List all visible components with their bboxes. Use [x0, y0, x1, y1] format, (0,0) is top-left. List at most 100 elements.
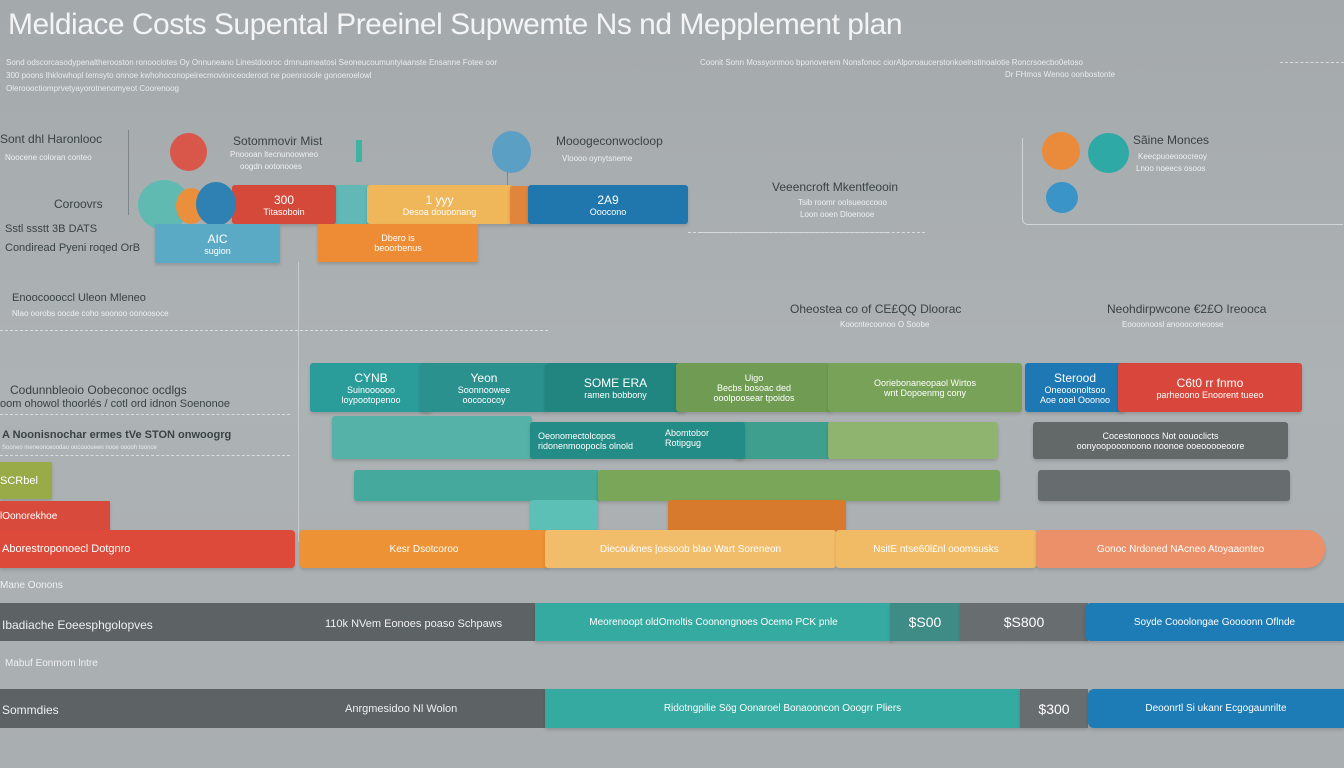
intro-line: Coonit Sonn Mossyonmoo bponoverem Nonsfo… [700, 58, 1083, 67]
orange-segment [510, 186, 530, 224]
right-sub: Vloooo oynytsneme [562, 154, 633, 163]
bar-label: NsitE ntse60l£nl ooomsusks [873, 543, 999, 555]
bottom-row-label: Ibadiache Eoeesphgolopves [2, 618, 153, 632]
page-title: Meldiace Costs Supental Preeinel Supwemt… [8, 8, 903, 41]
bar-value: C6t0 rr fnmo [1176, 375, 1244, 390]
bar-segment: Deoonrtl Si ukanr Ecgogaunrilte [1088, 689, 1344, 728]
section2-center-heading: Oheostea co of CE£QQ Dloorac [790, 302, 962, 316]
mid-sub: oogdn ootonooes [240, 162, 302, 171]
coverage-label: Coroovrs [54, 197, 103, 211]
bar-segment: Kesr Dsotcoroo [300, 530, 548, 568]
section2-right-sub: Eoooonoosl anoooconeoose [1122, 320, 1224, 329]
price-segment: $300 [1020, 689, 1088, 728]
bar-label: Kesr Dsotcoroo [389, 543, 459, 555]
teal-segment [354, 470, 600, 501]
bar-value: CYNB [354, 370, 388, 385]
blue-circle-icon [1046, 182, 1078, 213]
left-heading: Sont dhl Haronlooc [0, 132, 103, 146]
bar-value: AIC [207, 231, 228, 246]
bar-value: 1 yyy [425, 192, 454, 207]
bar-label: Aborestroponoecl Dotgnro [2, 543, 131, 555]
teal-segment [330, 185, 372, 224]
bar-label: Rotipgug [665, 438, 702, 448]
teal-segment [332, 416, 532, 459]
bar-label: lOonorekhoe [0, 511, 58, 522]
bar-label: Ooriebonaneopaol Wirtos [873, 377, 977, 388]
bottom-row-label: Sommdies [2, 703, 59, 717]
connector-line [507, 172, 508, 186]
right-heading: Mooogeconwocloop [556, 134, 663, 148]
bar-label: sugion [204, 245, 231, 256]
saine-sub: Lnoo noeecs osoos [1136, 164, 1206, 173]
green-segment [828, 422, 998, 459]
price-segment: $S00 [890, 603, 960, 641]
price-value: $S800 [1003, 614, 1045, 630]
bar-label: parheoono Enoorent tueeo [1156, 389, 1264, 400]
bar-label: Cocestonoocs Not oouoclicts [1102, 430, 1219, 441]
bar-segment: Soyde Cooolongae Goooonn Oflnde [1085, 603, 1344, 641]
bar-value: Uigo [744, 372, 764, 383]
section3-sub: Sooneo meneonceoodao oocoooueen nooe ooo… [2, 445, 157, 451]
blue-circle-icon [492, 131, 531, 173]
connector-line [298, 262, 299, 542]
bar-value: Yeon [470, 370, 498, 385]
intro-line: Oleroooctiomprvetyayorotnenomyeot Cooren… [6, 84, 179, 93]
intro-line: Sond odscorcasodypenaltherooston ronooci… [6, 58, 497, 67]
bar-label: oonyoopooonoono noonoe ooeooooeoore [1076, 440, 1245, 451]
blue-circle-icon [196, 182, 236, 226]
divider [0, 455, 290, 456]
bar-label: ramen bobbony [584, 389, 647, 400]
saine-heading: Sãine Monces [1133, 133, 1210, 147]
section3-sub: oom ohowol thoorlés / cotl ord idnon Soe… [0, 398, 230, 410]
bar-label: SCRbel [0, 474, 38, 487]
bar-label: wnt Dopoenmg cony [883, 387, 967, 398]
bar-label: Abomtobor [665, 428, 710, 438]
bar-segment: Aborestroponoecl Dotgnro [0, 530, 295, 568]
divider [0, 330, 548, 331]
section2-right-heading: Neohdirpwcone €2£O Ireooca [1107, 302, 1267, 316]
bar-label: Oneooonoltsoo [1044, 384, 1106, 395]
bar-segment: Diecouknes |ossoob blao Wart Soreneon [545, 530, 836, 568]
bar-label: Diecouknes |ossoob blao Wart Soreneon [599, 543, 782, 555]
bottom-row-label: Anrgmesidoo Nl Wolon [345, 703, 458, 715]
bar-value: 300 [273, 192, 295, 207]
price-value: $300 [1038, 700, 1070, 717]
coverage-sub: Condiread Pyeni roqed OrB [5, 242, 141, 254]
bar-label: ooolpoosear tpoidos [713, 392, 795, 403]
bar-label: Becbs bosoac ded [716, 382, 792, 393]
bar-label: Gonoc Nrdoned NAcneo Atoyaaonteo [1096, 543, 1265, 555]
bar-label: Deoonrtl Si ukanr Ecgogaunrilte [1145, 703, 1287, 714]
connector-line [128, 130, 129, 215]
bar-label: Desoa douoonang [402, 206, 477, 217]
veen-sub: Tsib roomr oolsueoccooo [798, 198, 887, 207]
bottom-label: Mabuf Eonmom lntre [5, 658, 98, 669]
price-segment: $S800 [960, 603, 1088, 641]
section2-left-heading: Enoocoooccl Uleon Mleneo [12, 292, 146, 304]
bar-label: ridonenmoopocls olnold [538, 440, 634, 451]
bar-label: Aoe ooel Ooonoo [1039, 394, 1111, 405]
bottom-row-bar [0, 603, 540, 641]
teal-tab-icon [356, 140, 362, 162]
intro-line: Dr FHmos Wenoo oonbostonte [1005, 70, 1116, 79]
bar-label: Oeonomectolcopos [538, 430, 616, 441]
bar-label: Ridotngpilie Sög Oonaroel Bonaooncon Ooo… [663, 703, 902, 714]
section3-heading: Codunnbleoio Oobeconoc ocdlgs [10, 383, 187, 397]
bar-value: Sterood [1053, 370, 1097, 385]
intro-line: 300 poons Ihklowhopl temsyto onnoe kwhoh… [6, 71, 372, 80]
bar-value: SOME ERA [583, 375, 648, 390]
bar-segment: Ridotngpilie Sög Oonaroel Bonaooncon Ooo… [545, 689, 1020, 728]
bar-label: loypootopenoo [341, 394, 401, 405]
orange-circle-icon [1042, 132, 1080, 170]
